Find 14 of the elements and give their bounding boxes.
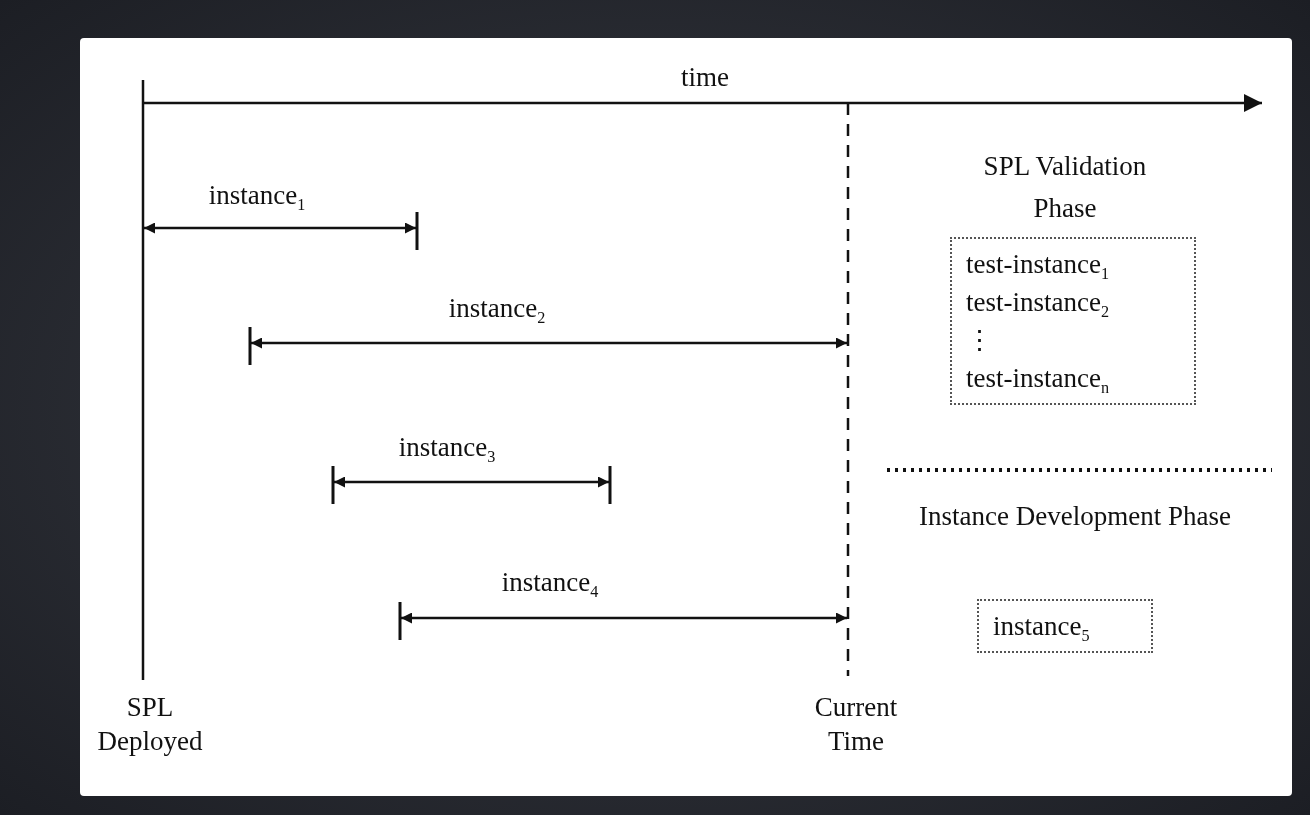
interval-label: instance$_{2}$ (447, 292, 547, 325)
instance-label: test-instance$_{1}$ (966, 248, 1111, 283)
interval-label: instance$_{3}$ (397, 431, 497, 464)
instance-label: ⋮ (966, 324, 994, 357)
instance-label: test-instance$_{2}$ (966, 286, 1111, 321)
instance-label: instance$_{5}$ (993, 610, 1091, 645)
axis-label: time (680, 61, 730, 94)
instance-label: test-instance$_{n}$ (966, 362, 1111, 397)
event-label: SPL Deployed (96, 691, 204, 758)
interval-label: instance$_{4}$ (500, 566, 600, 599)
event-label: Current Time (813, 691, 899, 758)
phase-heading: Instance Development Phase (918, 500, 1232, 533)
interval-label: instance$_{1}$ (207, 179, 307, 212)
phase-heading: SPL Validation Phase (982, 150, 1148, 225)
